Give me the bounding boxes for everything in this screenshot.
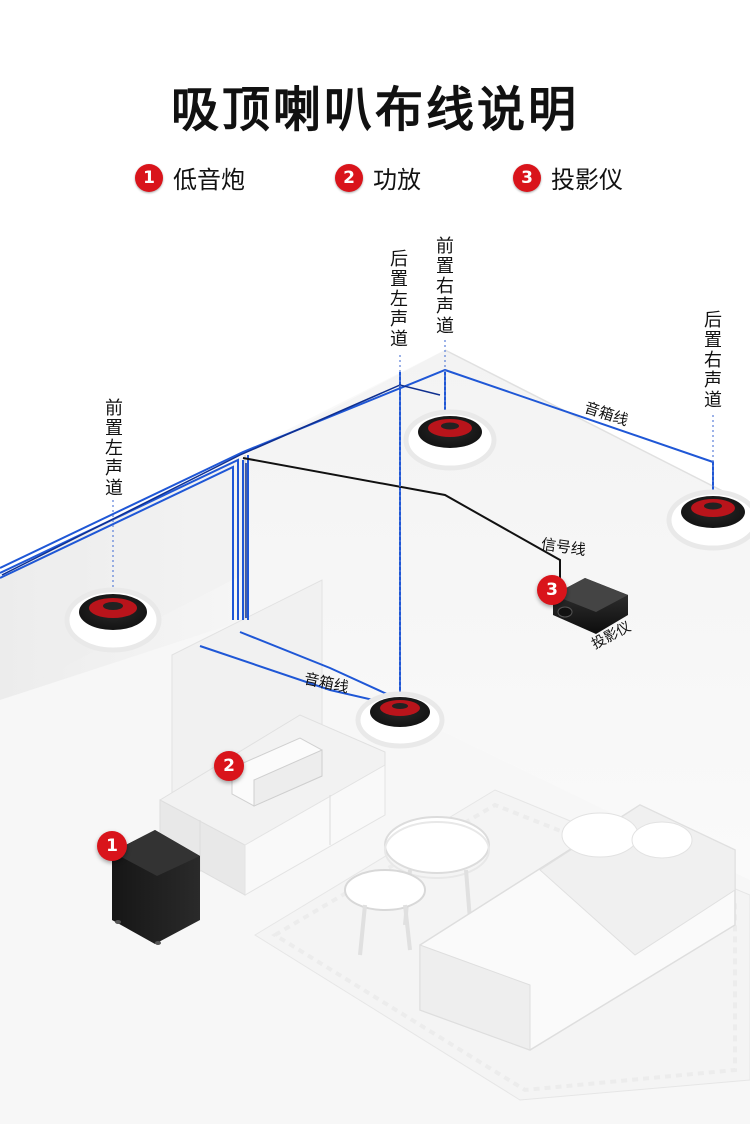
legend-badge: 1 (135, 163, 163, 192)
amplifier (231, 737, 323, 807)
sofa (419, 804, 736, 1051)
legend-badge: 2 (335, 163, 363, 192)
speaker-rear-left (355, 691, 445, 749)
speaker-rear-right (666, 489, 750, 551)
signal-wire (242, 457, 561, 578)
coffee-tables (344, 816, 490, 956)
speaker-front-left (64, 587, 162, 653)
leader-lines (112, 340, 714, 700)
legend-badge: 3 (513, 163, 541, 192)
marker-amplifier: 2 (214, 751, 244, 781)
legend: 1 低音炮 2 功放 3 投影仪 (0, 160, 750, 200)
label-rear-left: 后置左声道 (387, 249, 408, 349)
subwoofer (112, 830, 200, 945)
page-title: 吸顶喇叭布线说明 (170, 82, 579, 138)
legend-item-amplifier: 2 功放 (335, 160, 421, 195)
marker-projector: 3 (537, 575, 567, 605)
label-front-right: 前置右声道 (433, 236, 454, 336)
speaker-front-right (403, 409, 497, 471)
projector (553, 578, 628, 634)
legend-label: 低音炮 (173, 166, 245, 194)
legend-item-projector: 3 投影仪 (513, 160, 623, 195)
label-front-left: 前置左声道 (102, 398, 123, 498)
legend-item-subwoofer: 1 低音炮 (135, 160, 245, 195)
legend-label: 投影仪 (551, 166, 623, 194)
legend-label: 功放 (373, 166, 421, 194)
speaker-wire-dark (1, 384, 441, 618)
marker-subwoofer: 1 (97, 831, 127, 861)
label-rear-right: 后置右声道 (701, 310, 722, 410)
